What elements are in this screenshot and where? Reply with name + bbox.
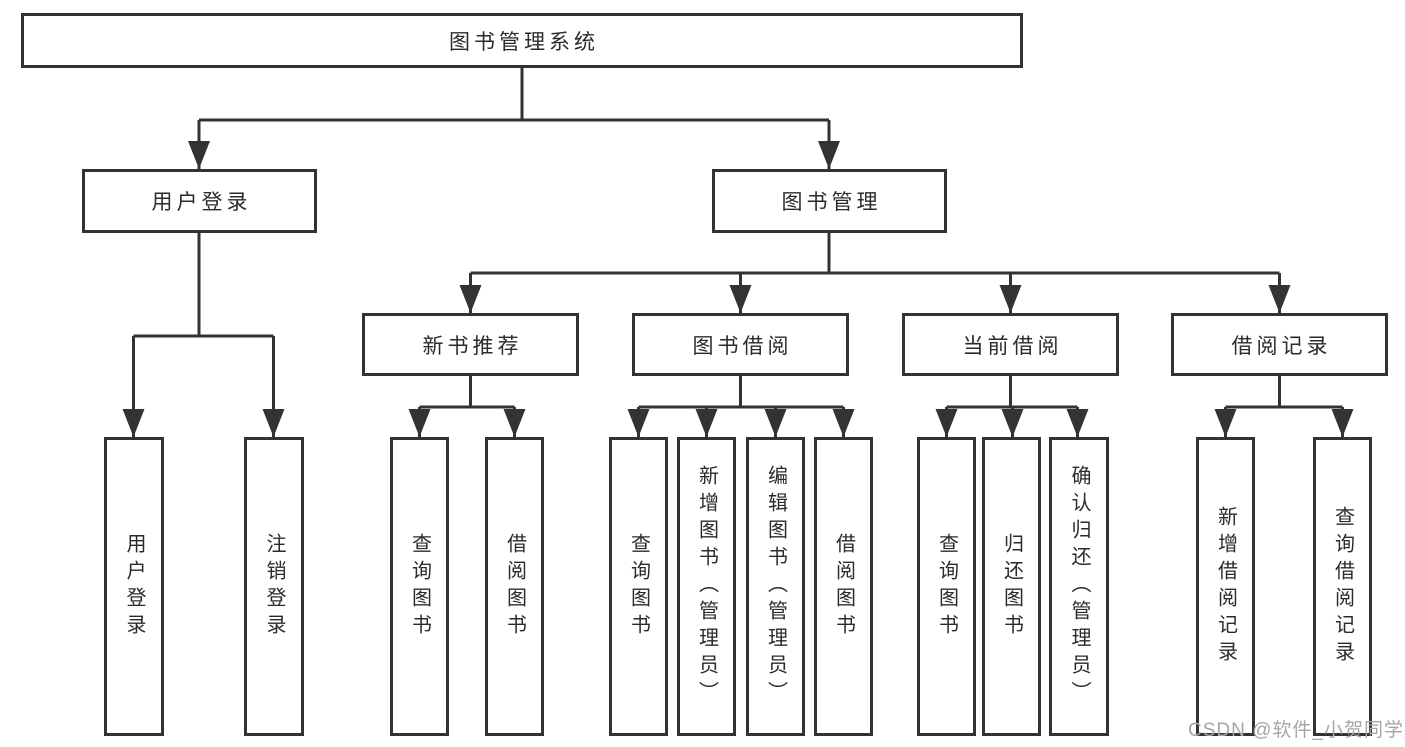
node-label: 查询图书: [627, 532, 650, 641]
arrowheads: [122, 141, 1354, 437]
node-label: 新增借阅记录: [1214, 505, 1237, 668]
leaf-confirm-return-admin: 确认归还（管理员）: [1049, 437, 1109, 736]
node-label: 归还图书: [1000, 532, 1023, 641]
node-label: 图书管理: [781, 191, 882, 214]
leaf-return-books: 归还图书: [982, 437, 1041, 736]
node-label: 注销登录: [263, 532, 285, 641]
csdn-watermark: CSDN @软件_小贺同学: [1188, 720, 1404, 741]
node-borrowing-records: 借阅记录: [1171, 313, 1388, 376]
node-user-login: 用户登录: [82, 169, 317, 233]
leaf-query-books-2: 查询图书: [609, 437, 668, 736]
node-label: 借阅图书: [503, 532, 526, 641]
leaf-borrow-books-1: 借阅图书: [485, 437, 544, 736]
node-book-borrowing: 图书借阅: [632, 313, 849, 376]
leaf-edit-books-admin: 编辑图书（管理员）: [746, 437, 805, 736]
node-label: 查询图书: [408, 532, 431, 641]
node-label: 当前借阅: [962, 334, 1063, 358]
node-label: 查询借阅记录: [1331, 505, 1354, 668]
node-label: 新增图书（管理员）: [695, 465, 718, 708]
node-label: 用户登录: [151, 191, 252, 214]
leaf-borrow-books-2: 借阅图书: [814, 437, 873, 736]
node-label: 用户登录: [123, 532, 145, 641]
node-book-management: 图书管理: [712, 169, 947, 233]
leaf-query-books-3: 查询图书: [917, 437, 976, 736]
leaf-logout: 注销登录: [244, 437, 304, 736]
node-label: 查询图书: [935, 532, 958, 641]
leaf-query-borrow-record: 查询借阅记录: [1313, 437, 1372, 736]
node-label: 确认归还（管理员）: [1068, 465, 1090, 708]
node-label: 图书管理系统: [449, 30, 599, 54]
leaf-user-login: 用户登录: [104, 437, 164, 736]
node-label: 编辑图书（管理员）: [764, 465, 787, 708]
leaf-query-books-1: 查询图书: [390, 437, 449, 736]
node-root-library-management-system: 图书管理系统: [21, 13, 1023, 68]
node-current-borrowing: 当前借阅: [902, 313, 1119, 376]
node-label: 借阅记录: [1231, 334, 1332, 358]
node-label: 借阅图书: [832, 532, 855, 641]
leaf-add-borrow-record: 新增借阅记录: [1196, 437, 1255, 736]
node-new-book-recommend: 新书推荐: [362, 313, 579, 376]
leaf-add-books-admin: 新增图书（管理员）: [677, 437, 736, 736]
node-label: 新书推荐: [422, 334, 523, 358]
node-label: 图书借阅: [692, 334, 793, 358]
